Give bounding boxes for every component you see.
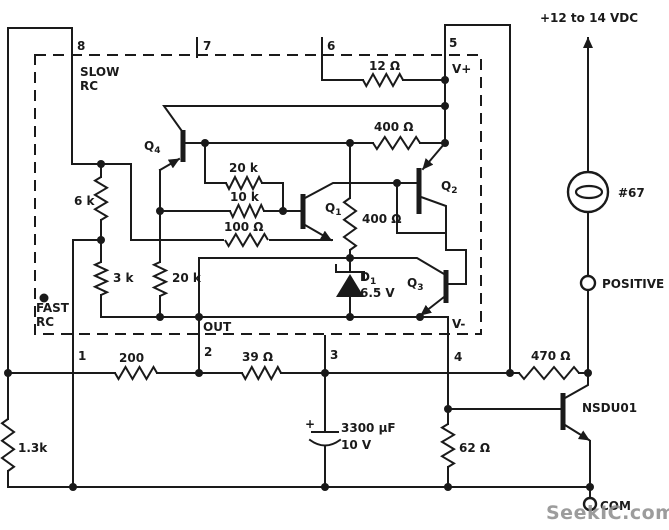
pin-label-2: 2 bbox=[204, 345, 212, 359]
pin-label-7: 7 bbox=[203, 39, 211, 53]
v-plus-label: V+ bbox=[452, 62, 471, 76]
resistor-470ohm bbox=[518, 365, 580, 381]
labels: 8 7 6 5 1 2 3 4 SLOW RC FAST RC OUT V+ V… bbox=[18, 11, 664, 513]
q4-emitter-arrow bbox=[158, 157, 181, 172]
positive-terminal-label: POSITIVE bbox=[602, 277, 664, 291]
slow-rc-label2: RC bbox=[80, 79, 98, 93]
pin-label-1: 1 bbox=[78, 349, 86, 363]
transistor-label-nsdu01: NSDU01 bbox=[582, 401, 637, 415]
resistor-10k bbox=[229, 202, 265, 220]
resistor-label-10k: 10 k bbox=[230, 190, 260, 204]
resistor-label-39ohm: 39 Ω bbox=[242, 350, 273, 364]
q2-emitter-arrow bbox=[421, 141, 447, 171]
pin-label-4: 4 bbox=[454, 350, 462, 364]
resistor-label-470ohm: 470 Ω bbox=[531, 349, 570, 363]
positive-terminal-icon bbox=[579, 274, 597, 292]
resistor-label-1-3k: 1.3k bbox=[18, 441, 48, 455]
lamp-filament-icon bbox=[574, 184, 604, 200]
capacitor-polarity-label: + bbox=[305, 417, 315, 431]
zener-diode-d1 bbox=[335, 257, 365, 318]
resistor-1-3k bbox=[0, 418, 16, 472]
transistors bbox=[158, 130, 591, 442]
resistors bbox=[0, 71, 580, 472]
resistor-100ohm bbox=[224, 232, 269, 248]
fast-rc-label: FAST bbox=[36, 301, 70, 315]
resistor-label-400ohm-mid: 400 Ω bbox=[362, 212, 401, 226]
capacitor-3300uf bbox=[308, 431, 342, 447]
lamp-label: #67 bbox=[618, 186, 645, 200]
resistor-label-3k: 3 k bbox=[113, 271, 135, 285]
pin-label-6: 6 bbox=[327, 39, 335, 53]
transistor-label-q1: Q1 bbox=[325, 201, 341, 218]
q3-emitter-arrow bbox=[419, 295, 446, 317]
fast-rc-dot bbox=[39, 293, 49, 303]
v-minus-label: V- bbox=[452, 317, 465, 331]
resistor-3k bbox=[92, 261, 110, 296]
diode-value-label: 6.5 V bbox=[360, 286, 395, 300]
lamp-67 bbox=[566, 170, 610, 214]
resistor-label-20k-left: 20 k bbox=[172, 271, 202, 285]
fast-rc-label2: RC bbox=[36, 315, 54, 329]
resistor-label-20k-top: 20 k bbox=[229, 161, 259, 175]
common-terminal-label: COM bbox=[600, 499, 631, 513]
resistor-20k-left bbox=[151, 261, 169, 297]
out-label: OUT bbox=[203, 320, 232, 334]
pin-label-5: 5 bbox=[449, 36, 457, 50]
transistor-label-q4: Q4 bbox=[144, 139, 160, 156]
resistor-label-6k: 6 k bbox=[74, 194, 96, 208]
resistor-label-100ohm: 100 Ω bbox=[224, 220, 263, 234]
junction-dots bbox=[4, 76, 594, 491]
transistor-label-q3: Q3 bbox=[407, 276, 423, 293]
diode-label-d1: D1 bbox=[360, 270, 376, 287]
resistor-400ohm-mid bbox=[342, 197, 358, 251]
pin-label-3: 3 bbox=[330, 348, 338, 362]
resistor-400ohm-top bbox=[372, 135, 421, 151]
resistor-12ohm bbox=[362, 71, 404, 89]
transistor-label-q2: Q2 bbox=[441, 179, 457, 196]
resistor-200 bbox=[114, 365, 158, 381]
capacitor-value-label: 3300 µF bbox=[341, 421, 396, 435]
nsdu01-emitter-arrow bbox=[563, 423, 591, 442]
slow-rc-label: SLOW bbox=[80, 65, 119, 79]
ic-boundary bbox=[34, 54, 482, 335]
watermark: SeekIC.com bbox=[546, 502, 669, 524]
supply-label: +12 to 14 VDC bbox=[540, 11, 638, 25]
resistor-6k bbox=[93, 176, 109, 221]
resistor-label-200: 200 bbox=[119, 351, 144, 365]
resistor-39ohm bbox=[241, 364, 282, 382]
resistor-label-12ohm: 12 Ω bbox=[369, 59, 400, 73]
resistor-20k-top bbox=[225, 174, 263, 192]
resistor-label-62ohm: 62 Ω bbox=[459, 441, 490, 455]
pin-label-8: 8 bbox=[77, 39, 85, 53]
q1-emitter-arrow bbox=[303, 223, 333, 242]
wires bbox=[7, 24, 593, 499]
resistor-62ohm bbox=[440, 423, 456, 468]
resistor-label-400ohm-top: 400 Ω bbox=[374, 120, 413, 134]
capacitor-voltage-label: 10 V bbox=[341, 438, 372, 452]
common-terminal-icon bbox=[582, 496, 598, 512]
